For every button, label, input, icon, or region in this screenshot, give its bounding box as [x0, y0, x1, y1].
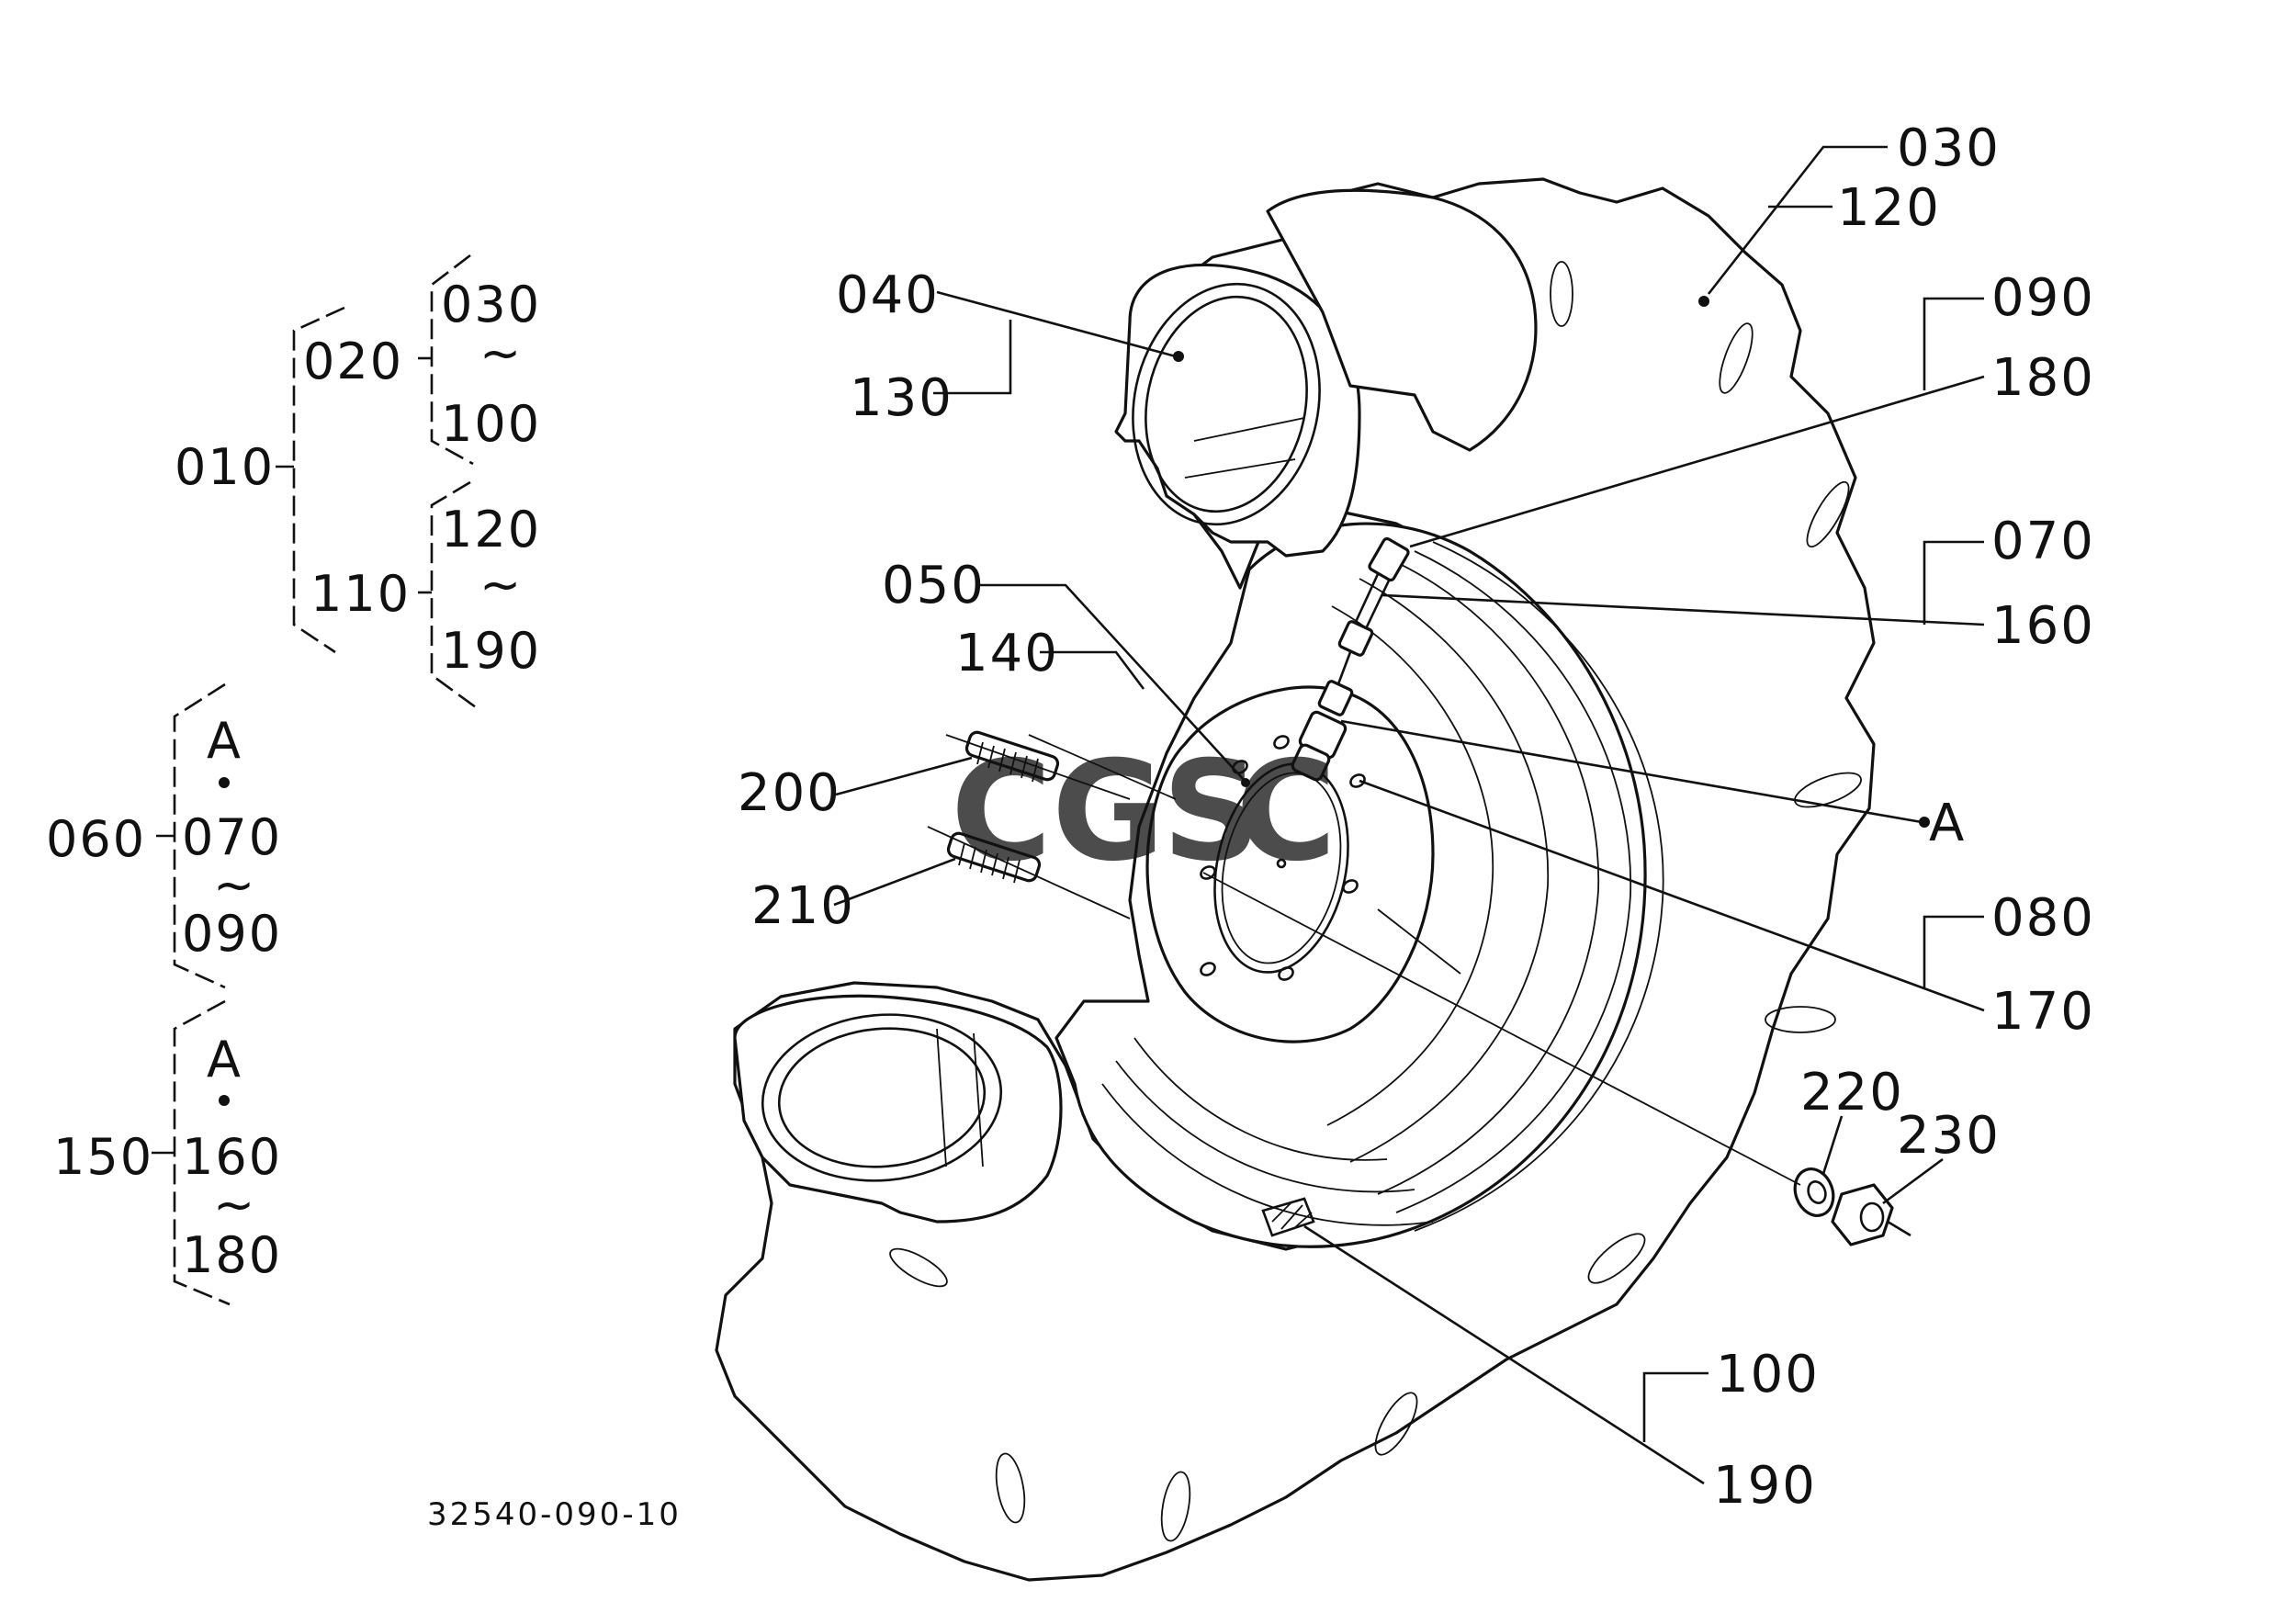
tree-060: 060	[46, 810, 146, 868]
parts-tree-group-2: 060 A 070 ~ 090	[46, 682, 282, 989]
tree-150-ref: A	[207, 1031, 242, 1088]
parts-tree-group-3: 150 A 160 ~ 180	[53, 999, 282, 1306]
stud-holes	[1200, 735, 1366, 981]
tree-150: 150	[53, 1128, 153, 1186]
callout-070: 070	[1991, 512, 2095, 571]
upper-tube-boss	[889, 188, 1862, 1542]
callout-130: 130	[850, 368, 953, 428]
tree-020-sep: ~	[479, 324, 523, 382]
callout-140: 140	[955, 624, 1059, 683]
callout-200: 200	[738, 763, 841, 823]
watermark-logo: C G S C	[951, 732, 1336, 892]
tree-020-to: 100	[441, 395, 541, 453]
watermark-letter-2: G	[1052, 732, 1165, 892]
callout-050: 050	[882, 556, 986, 615]
callout-labels: 030 120 040 130 090 180 070 160 050 140 …	[738, 118, 2095, 1516]
watermark-letter-4: C	[1235, 732, 1336, 892]
tree-150-to: 180	[182, 1226, 282, 1284]
callout-220: 220	[1800, 1063, 1904, 1122]
valve-assembly	[1291, 536, 1410, 782]
tree-150-from: 160	[182, 1128, 282, 1186]
tree-110: 110	[310, 565, 411, 623]
watermark-letter-3: S	[1162, 732, 1261, 892]
watermark-letter-1: C	[951, 732, 1052, 892]
callout-230: 230	[1897, 1106, 2001, 1166]
tree-110-to: 190	[441, 622, 541, 680]
callout-180: 180	[1991, 348, 2095, 408]
callout-030: 030	[1897, 118, 2001, 178]
assembly-line-210	[927, 826, 1131, 919]
parts-tree-group-1: 010 020 030 ~ 100 110 120 ~ 190	[175, 254, 541, 709]
tree-110-from: 120	[441, 501, 541, 558]
tree-020-from: 030	[441, 276, 541, 333]
tree-060-to: 090	[182, 905, 282, 963]
tree-020: 020	[303, 333, 403, 390]
tree-060-from: 070	[182, 808, 282, 866]
callout-100: 100	[1716, 1345, 1820, 1404]
rim-hatch	[1261, 1197, 1315, 1237]
tree-060-ref: A	[207, 712, 242, 770]
drawing-number: 32540-090-10	[427, 1496, 682, 1533]
tree-060-sep: ~	[213, 856, 256, 914]
callout-leaders	[833, 145, 1985, 1485]
callout-210: 210	[751, 876, 855, 936]
callout-160: 160	[1991, 596, 2095, 656]
tree-010: 010	[175, 438, 275, 496]
callout-040: 040	[836, 265, 940, 325]
tree-150-sep: ~	[213, 1176, 256, 1234]
washer-220	[1793, 1167, 1835, 1217]
stud-200	[964, 730, 1060, 783]
callout-080: 080	[1991, 888, 2095, 948]
assembly-line-top	[1028, 734, 1177, 800]
callout-120: 120	[1837, 178, 1941, 238]
callout-A: A	[1929, 794, 1966, 853]
iron-wheel-drawing	[715, 177, 1911, 1582]
assembly-line-nut	[1202, 872, 1801, 1186]
callout-170: 170	[1991, 982, 2095, 1042]
nut-230	[1831, 1183, 1911, 1246]
callout-190: 190	[1713, 1456, 1817, 1516]
rim-rings	[1101, 541, 1664, 1232]
lower-tube-boss	[733, 994, 1063, 1224]
tree-110-sep: ~	[479, 556, 523, 614]
callout-090: 090	[1991, 268, 2095, 328]
assembly-line-200	[945, 734, 1131, 800]
